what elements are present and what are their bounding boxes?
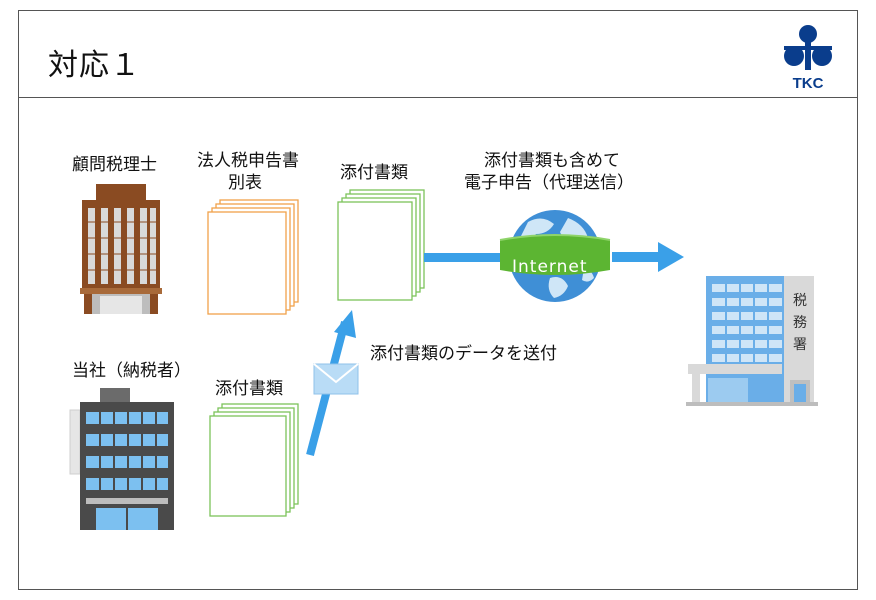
internet-label: Internet [512,257,588,277]
company-label: 当社（納税者） [72,361,191,381]
appendix-label-line1: 法人税申告書 [197,151,299,171]
tax-office-char-2: 務 [793,315,807,331]
header-divider [18,97,858,98]
tax-office-char-3: 署 [793,337,807,353]
logo-text: TKC [793,75,824,92]
attachments-top-document-stack [337,189,425,301]
send-data-label: 添付書類のデータを送付 [370,344,557,364]
send-arrow-to-internet [424,253,502,262]
page-title: 対応１ [48,48,141,83]
attachments-top-label: 添付書類 [340,163,408,183]
tax-office-building-icon [686,276,818,406]
company-building-icon [69,388,174,530]
advisor-label: 顧問税理士 [72,155,157,175]
attachments-bottom-document-stack [209,403,299,517]
tax-office-label: 税 務 署 [792,290,808,356]
tkc-logo: TKC [780,22,836,92]
advisor-building-icon [80,184,162,314]
tax-office-char-1: 税 [793,293,807,309]
internet-globe-icon [499,210,611,302]
efile-label-line2: 電子申告（代理送信） [464,173,634,193]
appendix-document-stack [207,199,299,315]
attachments-bottom-label: 添付書類 [215,379,283,399]
efile-arrow-to-tax-office [612,242,684,272]
appendix-label-line2: 別表 [228,173,262,193]
efile-label-line1: 添付書類も含めて [484,151,620,171]
slide-frame [18,10,858,590]
envelope-icon [313,363,359,395]
